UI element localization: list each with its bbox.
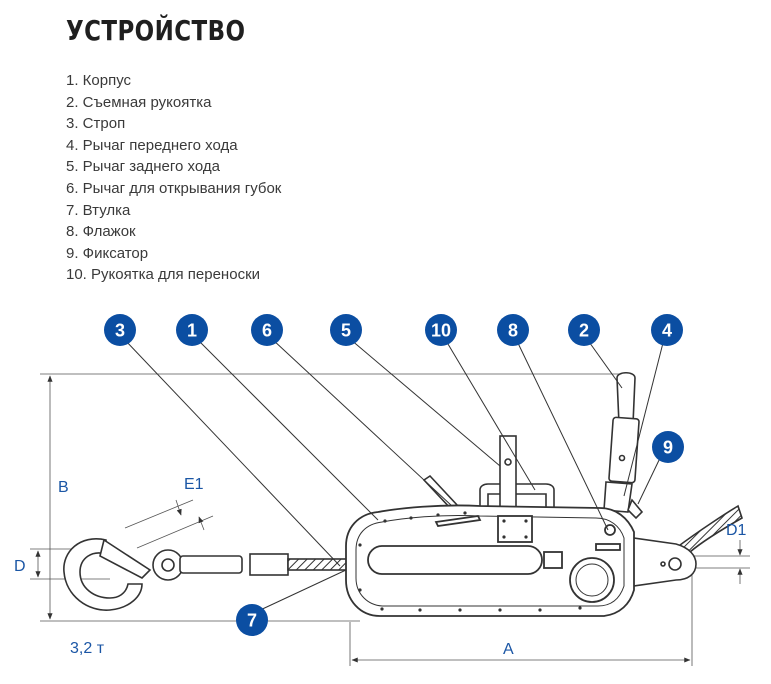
callout-badge: 7 <box>236 604 268 636</box>
callout-badge: 5 <box>330 314 362 346</box>
callout-badge: 8 <box>497 314 529 346</box>
svg-text:5: 5 <box>341 321 351 341</box>
svg-text:4: 4 <box>662 321 672 341</box>
callout-badge: 3 <box>104 314 136 346</box>
svg-text:7: 7 <box>247 611 257 631</box>
list-item: 10. Рукоятка для переноски <box>66 266 261 284</box>
list-item: 2. Съемная рукоятка <box>66 93 212 111</box>
dimension-label-a: A <box>503 641 514 658</box>
list-item: 1. Корпус <box>66 72 132 89</box>
list-item: 7. Втулка <box>66 201 131 219</box>
list-item: 3. Строп <box>66 115 126 133</box>
dimension-label-e1: E1 <box>184 476 204 493</box>
callout-badge: 10 <box>425 314 457 346</box>
list-item: 5. Рычаг заднего хода <box>66 158 220 176</box>
list-item: 6. Рычаг для открывания губок <box>66 179 282 197</box>
svg-text:1: 1 <box>187 321 197 341</box>
dimension-label-b: B <box>58 479 69 496</box>
hook <box>63 538 357 611</box>
svg-text:2: 2 <box>579 321 589 341</box>
svg-text:6: 6 <box>262 321 272 341</box>
winch-body <box>345 504 635 617</box>
tail <box>619 504 743 589</box>
dimension-label-d1: D1 <box>726 522 747 539</box>
list-item: 4. Рычаг переднего хода <box>66 136 238 154</box>
list-item: 9. Фиксатор <box>66 244 149 262</box>
svg-text:10: 10 <box>431 321 451 341</box>
callout-badge: 2 <box>568 314 600 346</box>
removable-handle <box>603 371 644 520</box>
leader-lines <box>123 338 665 613</box>
dimension-label-d: D <box>14 558 26 575</box>
callout-badge: 4 <box>651 314 683 346</box>
dimension-lines <box>30 373 750 666</box>
page-title: УСТРОЙСТВО <box>66 14 246 47</box>
callout-badge: 9 <box>652 431 684 463</box>
svg-text:9: 9 <box>663 438 673 458</box>
callout-badge: 6 <box>251 314 283 346</box>
parts-list: 1. Корпус 2. Съемная рукоятка 3. Строп 4… <box>66 70 281 286</box>
svg-text:3: 3 <box>115 321 125 341</box>
capacity-label: 3,2 т <box>70 640 105 657</box>
list-item: 8. Флажок <box>66 223 136 241</box>
callout-badge: 1 <box>176 314 208 346</box>
callout-badges: 3 1 6 5 10 8 2 4 <box>104 314 684 636</box>
svg-text:8: 8 <box>508 321 518 341</box>
